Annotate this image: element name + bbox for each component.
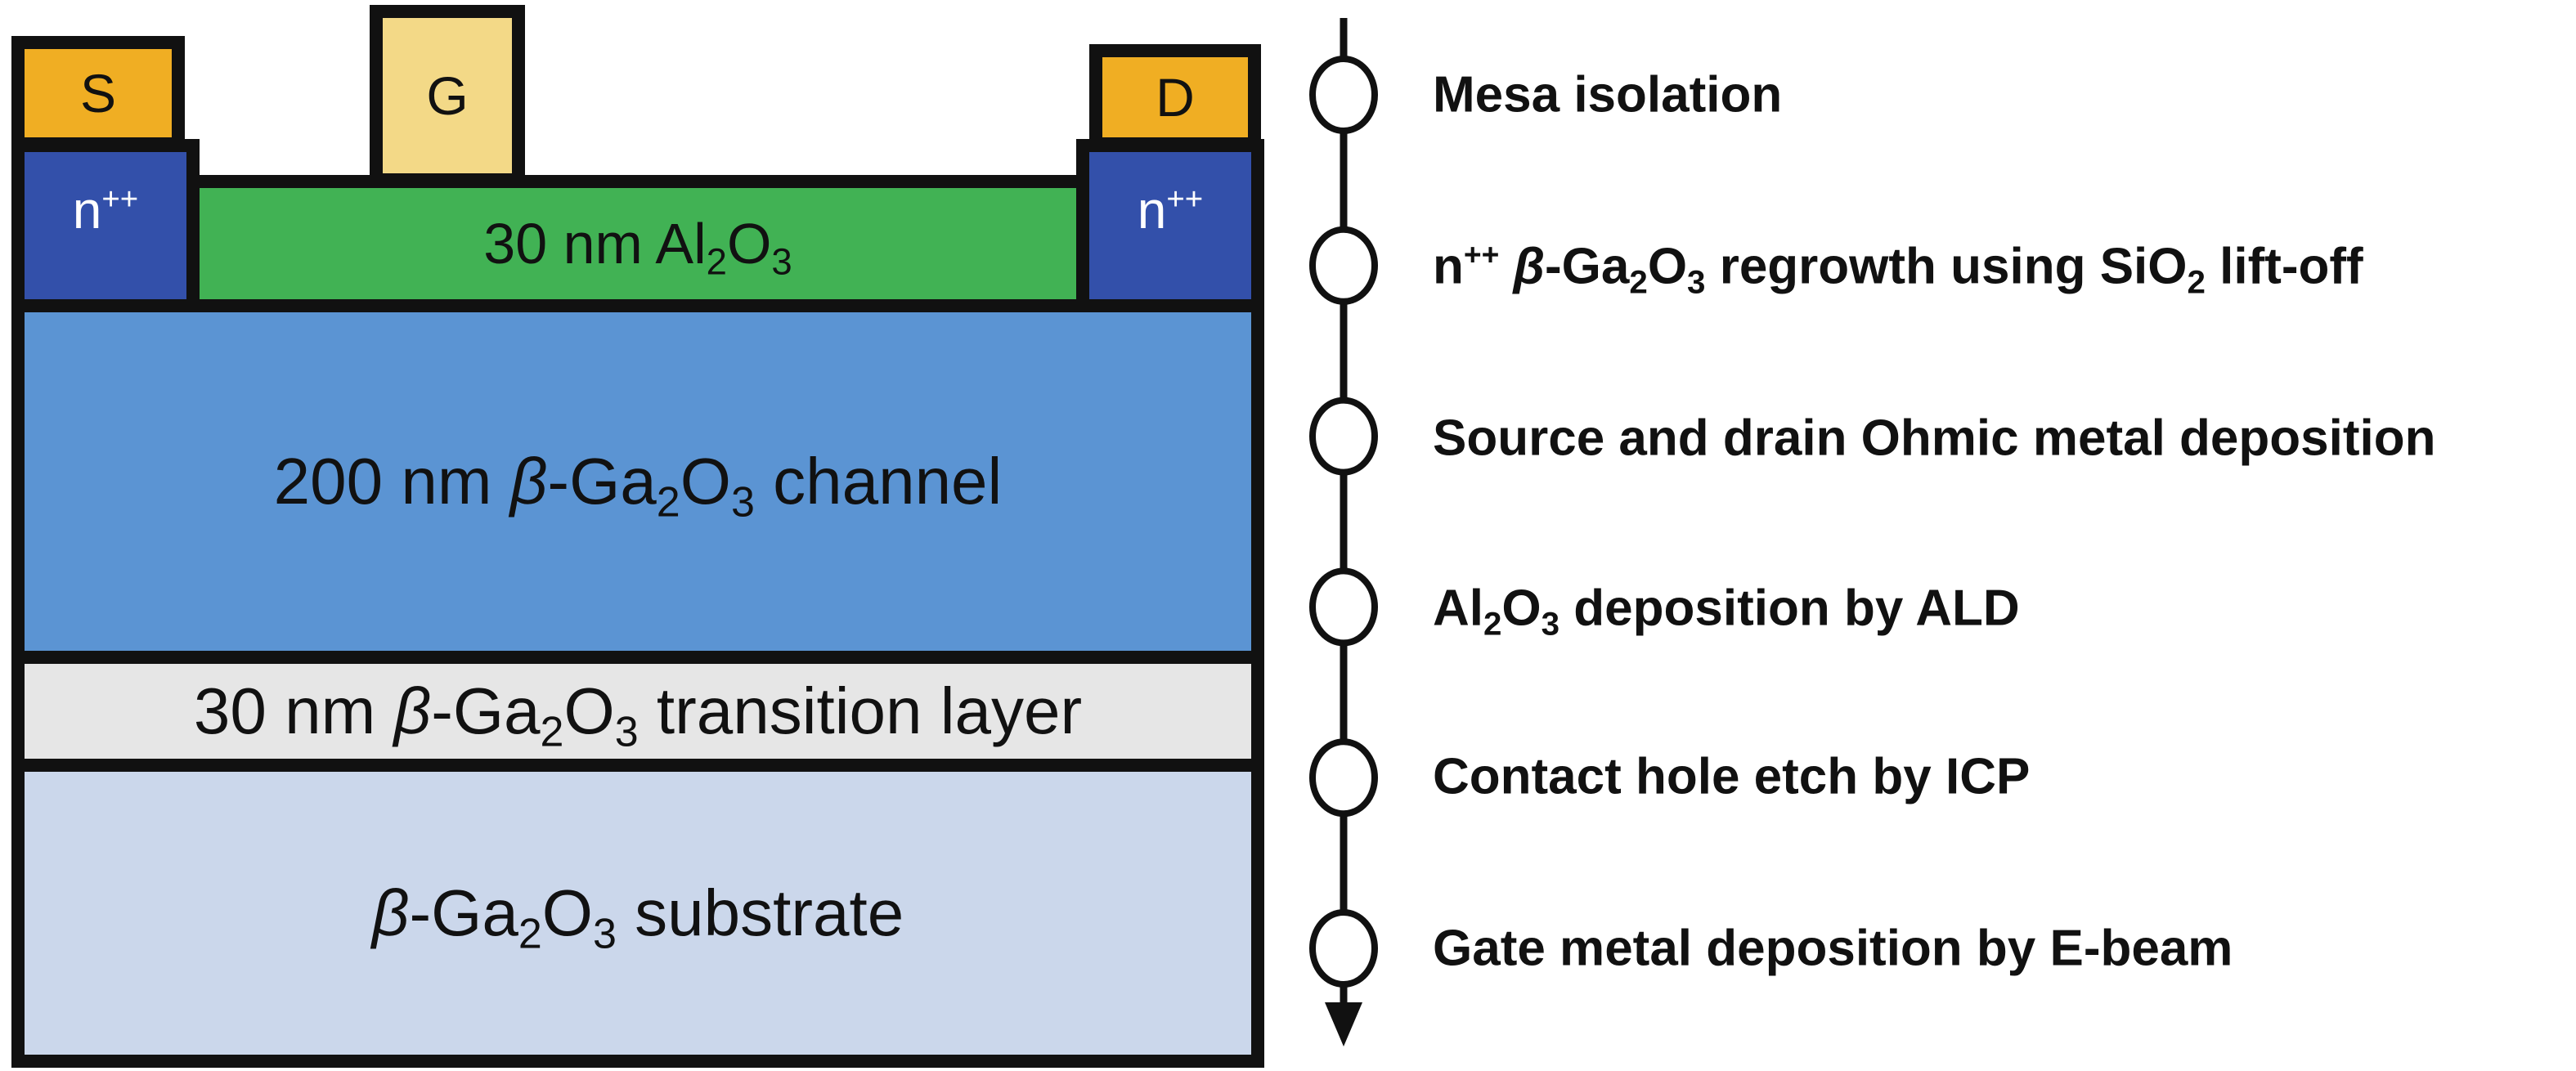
transition-layer: 30 nm β-Ga2O3 transition layer xyxy=(11,651,1264,772)
al2o3-label: 30 nm Al2O3 xyxy=(483,212,792,283)
process-step-5: Contact hole etch by ICP xyxy=(1433,748,2031,805)
process-step-4: Al2O3 deposition by ALD xyxy=(1433,580,2020,643)
process-step-6: Gate metal deposition by E-beam xyxy=(1433,920,2233,977)
substrate-layer: β-Ga2O3 substrate xyxy=(11,759,1264,1068)
n-plus-plus-region-drain: n++ xyxy=(1076,139,1264,312)
process-step-node-icon xyxy=(1309,397,1378,476)
gate-contact: G xyxy=(370,5,525,186)
drain-label: D xyxy=(1156,67,1195,128)
process-step-node-icon xyxy=(1309,56,1378,134)
source-contact: S xyxy=(11,36,185,150)
channel-label: 200 nm β-Ga2O3 channel xyxy=(273,445,1003,527)
substrate-label: β-Ga2O3 substrate xyxy=(371,876,904,958)
timeline-arrowhead-icon xyxy=(1325,1002,1362,1046)
gate-label: G xyxy=(426,65,469,126)
drain-contact: D xyxy=(1089,44,1261,150)
process-step-node-icon xyxy=(1309,909,1378,988)
n-plus-plus-label-left: n++ xyxy=(72,181,139,240)
n-plus-plus-label-right: n++ xyxy=(1137,181,1204,240)
process-flow-timeline xyxy=(1309,18,1378,1046)
process-step-1: Mesa isolation xyxy=(1433,66,1783,123)
n-plus-plus-region-source: n++ xyxy=(11,139,200,312)
channel-layer: 200 nm β-Ga2O3 channel xyxy=(11,299,1264,664)
process-step-node-icon xyxy=(1309,567,1378,647)
process-step-node-icon xyxy=(1309,738,1378,818)
transition-label: 30 nm β-Ga2O3 transition layer xyxy=(193,674,1083,756)
al2o3-gate-oxide-layer: 30 nm Al2O3 xyxy=(186,175,1089,312)
process-step-2: n++ β-Ga2O3 regrowth using SiO2 lift-off xyxy=(1433,237,2363,301)
process-step-node-icon xyxy=(1309,226,1378,305)
process-step-3: Source and drain Ohmic metal deposition xyxy=(1433,410,2436,467)
source-label: S xyxy=(79,63,117,123)
